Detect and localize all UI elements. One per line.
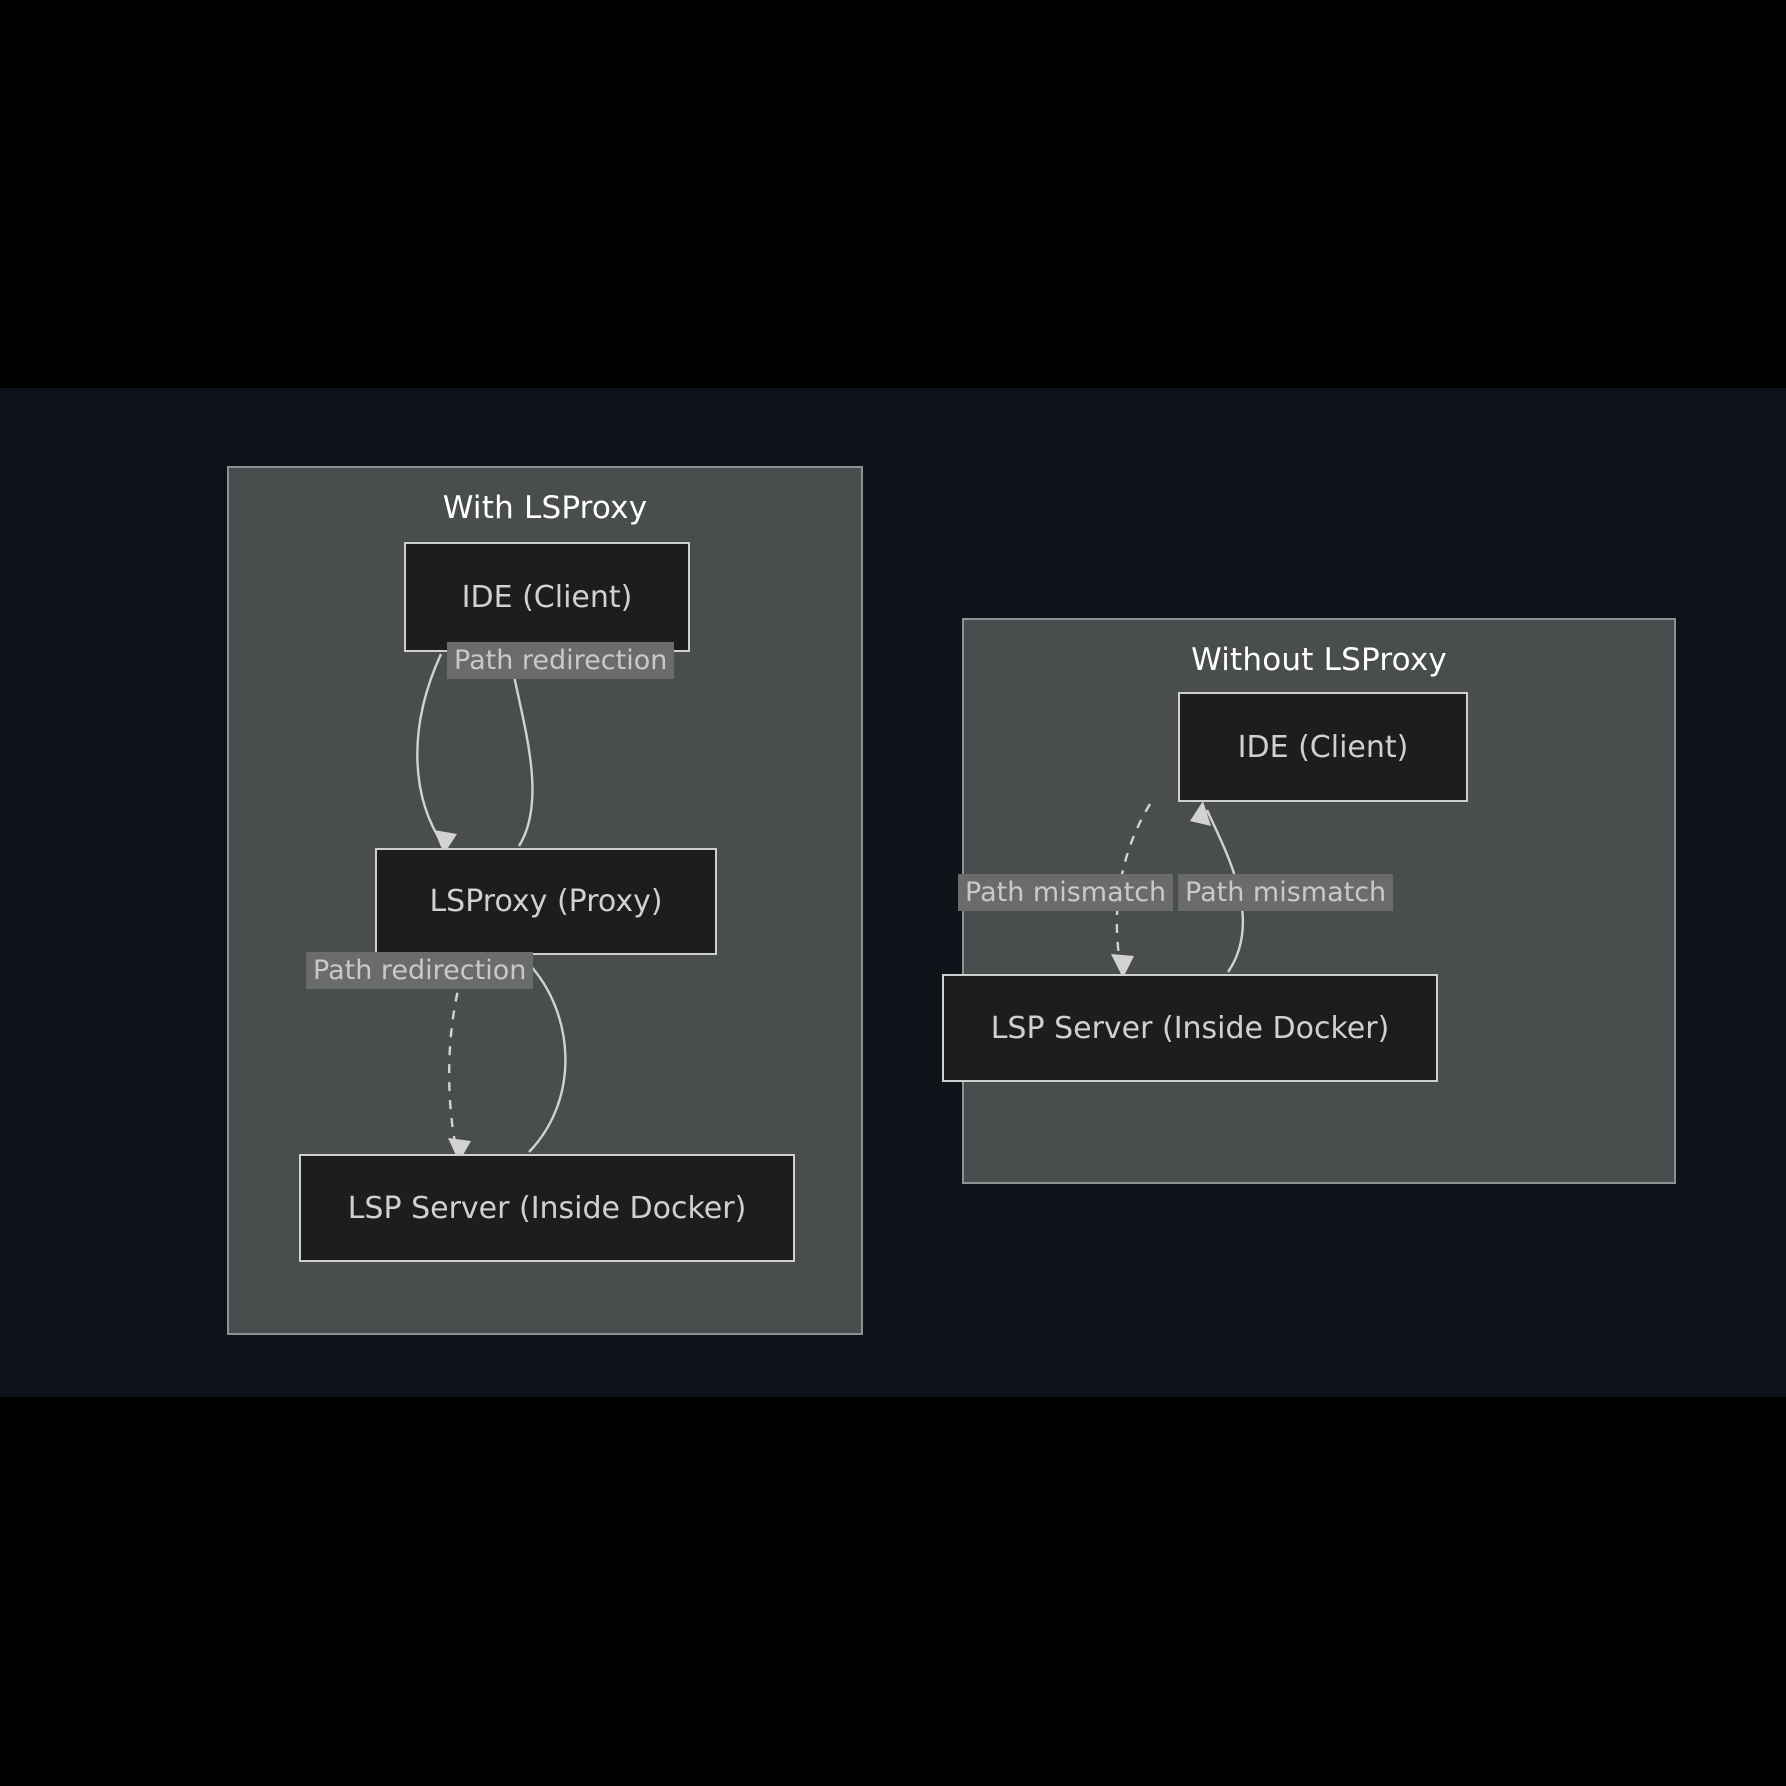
edge-label-proxy-to-ide: Path redirection [447,642,675,680]
node-ide-client-with: IDE (Client) [404,542,690,652]
arrowhead-lsp2-to-ide2 [1190,801,1211,826]
node-label: IDE (Client) [461,579,633,615]
node-ide-client-without: IDE (Client) [1178,692,1468,802]
node-lsp-server-with: LSP Server (Inside Docker) [299,1154,795,1262]
node-label: LSP Server (Inside Docker) [347,1190,747,1226]
edge-ide-to-proxy [416,653,445,847]
panel-without-lsproxy: Without LSProxy IDE (Client) LSP Server … [942,618,1676,1184]
edge-proxy-to-ide [509,659,534,847]
edge-label-ide2-to-lsp2: Path mismatch [958,874,1174,912]
node-label: IDE (Client) [1237,729,1409,765]
panel-title-without-lsproxy: Without LSProxy [1191,642,1447,678]
panel-title-with-lsproxy: With LSProxy [442,490,648,526]
node-label: LSP Server (Inside Docker) [990,1010,1390,1046]
edge-label-lsp2-to-ide2: Path mismatch [1178,874,1394,912]
panel-with-lsproxy: With LSProxy IDE (Client) LSProxy (Proxy… [227,466,863,1335]
node-label: LSProxy (Proxy) [429,884,663,919]
node-lsproxy-proxy: LSProxy (Proxy) [375,848,717,955]
node-lsp-server-without: LSP Server (Inside Docker) [942,974,1438,1082]
edge-label-proxy-to-lsp: Path redirection [306,952,534,990]
edge-lsp-to-proxy [528,963,567,1153]
